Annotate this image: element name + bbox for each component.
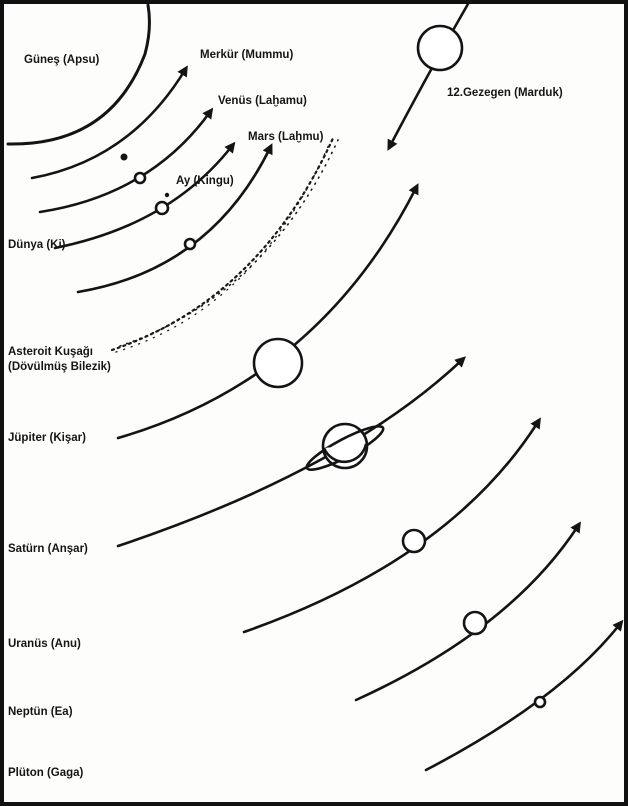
- asteroid-belt-label: Asteroit Kuşağı: [8, 346, 93, 358]
- mercury-planet: [120, 153, 128, 161]
- pluto-planet: [533, 695, 547, 709]
- marduk-planet: [416, 24, 464, 72]
- uranus-orbit: [242, 417, 541, 634]
- venus-orbit: [38, 107, 214, 214]
- neptune-label: Neptün (Ea): [8, 706, 73, 718]
- sun-outline: [6, 3, 151, 146]
- mars-planet: [183, 237, 197, 251]
- earth-planet: [154, 200, 170, 216]
- mars-label: Mars (Laḫmu): [248, 131, 324, 143]
- neptune-planet: [462, 610, 488, 636]
- jupiter-orbit: [116, 183, 419, 440]
- jupiter-label: Jüpiter (Kişar): [8, 432, 86, 444]
- saturn-orbit: [116, 356, 466, 548]
- asteroid-belt: [110, 134, 339, 353]
- uranus-planet: [401, 528, 427, 554]
- moon-label: Ay (Kingu): [176, 175, 234, 187]
- sun-label: Güneş (Apsu): [24, 54, 100, 66]
- moon-satellite: [164, 192, 170, 198]
- mars-orbit: [76, 143, 273, 294]
- mercury-orbit: [30, 65, 188, 180]
- pluto-label: Plüton (Gaga): [8, 767, 84, 779]
- jupiter-planet: [252, 337, 304, 389]
- venus-label: Venüs (Laḫamu): [218, 95, 307, 107]
- venus-planet: [133, 171, 147, 185]
- earth-label: Dünya (Ki): [8, 239, 66, 251]
- mercury-label: Merkür (Mummu): [200, 49, 293, 61]
- saturn-planet: [305, 422, 385, 471]
- marduk-orbit: [387, 2, 470, 151]
- saturn-label: Satürn (Anşar): [8, 543, 88, 555]
- marduk-label: 12.Gezegen (Marduk): [447, 87, 563, 99]
- neptune-orbit: [354, 521, 581, 702]
- uranus-label: Uranüs (Anu): [8, 638, 81, 650]
- asteroid-belt-label-2: (Dövülmüş Bilezik): [8, 361, 111, 373]
